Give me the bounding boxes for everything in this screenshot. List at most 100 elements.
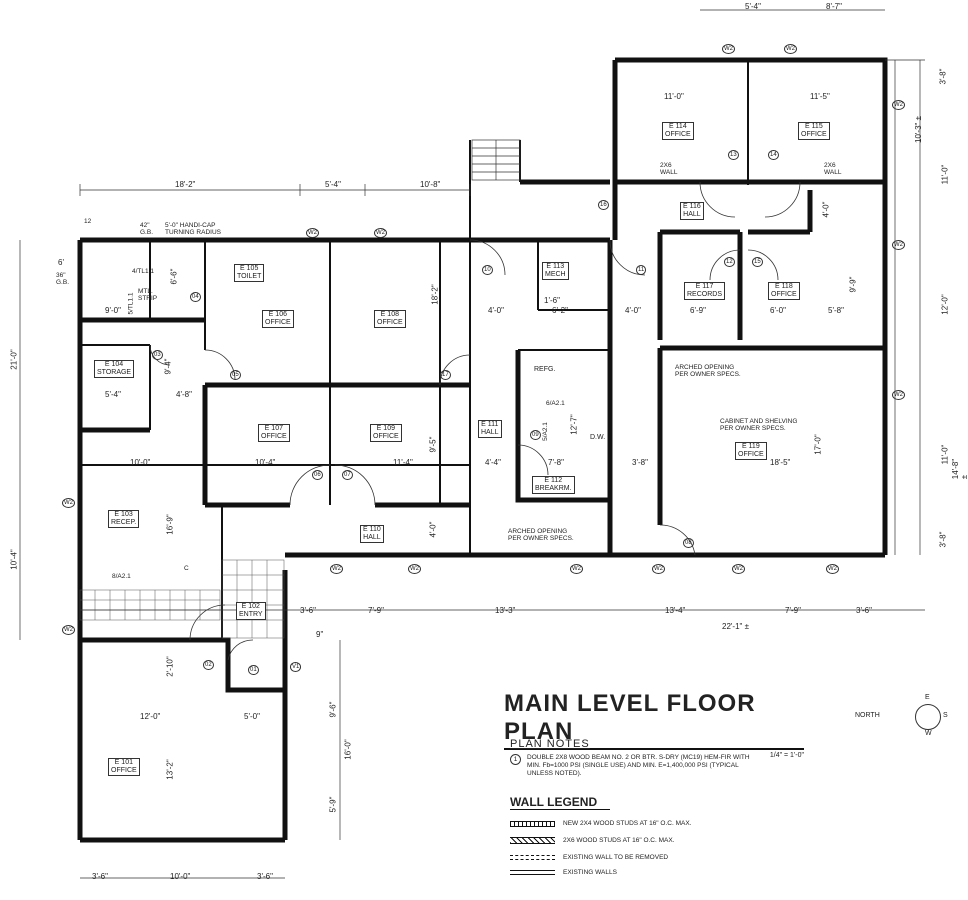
- dim-label: 9'-6": [328, 701, 338, 718]
- dim-label: 11'-0": [940, 164, 950, 185]
- dim-label: 7'-8": [548, 458, 564, 467]
- gb42-note: 42"G.B.: [140, 222, 154, 236]
- ref-6-a21: 6/A2.1: [546, 400, 565, 407]
- door-tag: 14: [768, 150, 779, 160]
- dim-label: 3'-6": [300, 606, 316, 615]
- door-tag: 17: [440, 370, 451, 380]
- door-tag: 06: [312, 470, 323, 480]
- window-tag: W2: [892, 240, 905, 250]
- dim-label: 11'-4": [393, 458, 413, 467]
- dim-label: 11'-0": [940, 444, 950, 465]
- dim-label: 10'-0": [170, 872, 191, 881]
- gb36-note: 36"G.B.: [56, 272, 70, 286]
- dim-label: 6': [58, 258, 64, 267]
- dim-label: 10'-3" ±: [914, 116, 923, 143]
- dim-label: 9'-5": [428, 436, 438, 453]
- window-tag: W2: [892, 390, 905, 400]
- north-arrow: NORTH E W S: [855, 694, 955, 746]
- dim-label: 21'-0": [9, 349, 19, 370]
- dim-label: 6'-2": [552, 306, 568, 315]
- dim-label: 10'-4": [255, 458, 276, 467]
- dim-label: 11'-5": [810, 92, 830, 101]
- door-tag: 08: [683, 538, 694, 548]
- refrigerator-label: REFG.: [534, 366, 556, 373]
- dim-label: 16'-0": [343, 739, 353, 760]
- window-tag: W2: [784, 44, 797, 54]
- dim-label: 3'-8": [938, 531, 948, 548]
- dim-label: 4'-0": [821, 201, 831, 218]
- dim-label: 3'-6": [92, 872, 108, 881]
- dimension-lines: [19, 9, 925, 879]
- dim-label: 5'-4": [325, 180, 341, 189]
- north-label: NORTH: [855, 712, 880, 719]
- scale-label: 1/4" = 1'-0": [769, 752, 804, 759]
- ref-5-tl11: 5/TL1.1: [127, 292, 135, 315]
- dim-label: 18'-5": [770, 458, 791, 467]
- window-tag: W2: [62, 498, 75, 508]
- door-tag: 13: [728, 150, 739, 160]
- dim-label: 4'-0": [488, 306, 504, 315]
- window-tag: W2: [732, 564, 745, 574]
- note-number-badge: 1: [510, 754, 521, 765]
- legend-swatch-new-2x4: [510, 820, 555, 827]
- ref-8-a21: 8/A2.1: [112, 573, 131, 580]
- plan-note-1: 1 DOUBLE 2X8 WOOD BEAM NO. 2 OR BTR. S-D…: [510, 754, 830, 778]
- dim-label: 4'-4": [485, 458, 501, 467]
- dim-label: 7'-9": [785, 606, 801, 615]
- dim-label: 3'-6": [856, 606, 872, 615]
- compass-s: S: [943, 712, 948, 719]
- dim-label: 5'-9": [328, 796, 338, 813]
- dim-label: 5'-4": [105, 390, 121, 399]
- compass-icon: [915, 704, 941, 730]
- dim-label: 12'-7": [569, 414, 579, 435]
- dim-label: 3'-8": [632, 458, 648, 467]
- window-tag: W2: [330, 564, 343, 574]
- legend-item: 2X6 WOOD STUDS AT 16" O.C. MAX.: [510, 837, 830, 844]
- legend-swatch-existing: [510, 870, 555, 875]
- window-tag: W2: [374, 228, 387, 238]
- dim-label: 9": [316, 630, 324, 639]
- dim-12: 12: [84, 218, 92, 225]
- dim-label: 13'-4": [665, 606, 686, 615]
- window-tag: W2: [826, 564, 839, 574]
- stairs: [471, 139, 521, 181]
- window-tag: W2: [722, 44, 735, 54]
- compass-w: W: [925, 730, 932, 737]
- dim-label: 17'-0": [813, 434, 823, 455]
- compass-e: E: [925, 694, 930, 701]
- dim-label: 11'-0": [664, 92, 684, 101]
- dim-label: 5'-0": [244, 712, 260, 721]
- door-tag: 11: [636, 265, 647, 275]
- dim-label: 10'-8": [420, 180, 441, 189]
- door-tag: 12: [724, 257, 735, 267]
- legend-swatch-2x6: [510, 837, 555, 844]
- tag-c: C: [184, 565, 189, 572]
- door-tag: 03: [152, 350, 163, 360]
- window-tag: W2: [62, 625, 75, 635]
- dim-label: 8'-7": [826, 2, 842, 11]
- door-tag: 01: [248, 665, 259, 675]
- plan-notes: PLAN NOTES 1 DOUBLE 2X8 WOOD BEAM NO. 2 …: [510, 738, 830, 778]
- door-tag: 07: [342, 470, 353, 480]
- dim-label: 12'-0": [940, 294, 950, 315]
- dim-label: 10'-0": [130, 458, 151, 467]
- dim-label: 5'-8": [828, 306, 844, 315]
- dim-label: 2'-10": [165, 656, 175, 677]
- dim-label: 3'-8": [938, 68, 948, 85]
- dim-label: 13'-2": [165, 759, 175, 780]
